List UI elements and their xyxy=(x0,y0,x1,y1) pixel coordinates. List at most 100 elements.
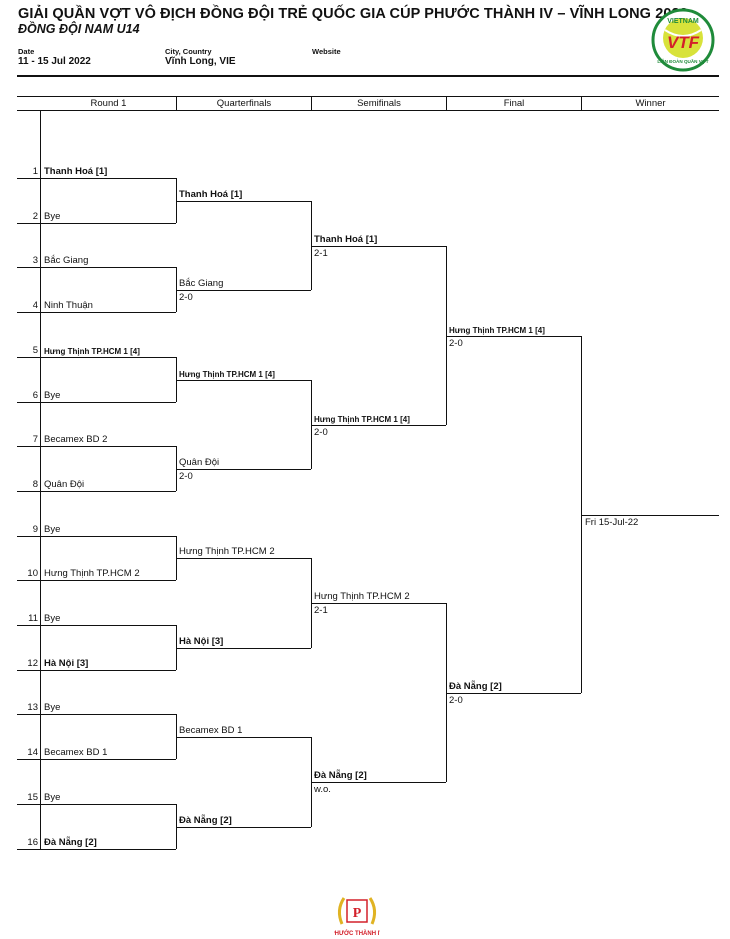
round1-seed: 9 xyxy=(32,524,38,535)
semifinals-entry: Hưng Thịnh TP.HCM 2 xyxy=(314,591,410,602)
round1-line xyxy=(17,849,176,850)
winner-line xyxy=(581,515,719,516)
quarterfinals-connector xyxy=(176,446,177,491)
round1-entry: Becamex BD 1 xyxy=(44,747,108,758)
quarterfinals-line xyxy=(176,201,311,202)
quarterfinals-entry: Thanh Hoá [1] xyxy=(179,189,243,200)
round1-entry: Becamex BD 2 xyxy=(44,434,108,445)
round1-seed: 13 xyxy=(27,702,38,713)
date-value: 11 - 15 Jul 2022 xyxy=(18,56,91,67)
quarterfinals-connector xyxy=(176,804,177,849)
round1-entry: Hà Nội [3] xyxy=(44,658,89,669)
round-header-semifinals: Semifinals xyxy=(311,97,446,110)
quarterfinals-line xyxy=(176,290,311,291)
date-label: Date xyxy=(18,47,35,56)
round1-line xyxy=(17,357,176,358)
round1-line xyxy=(17,536,176,537)
semifinals-line xyxy=(311,246,446,247)
round1-entry: Bye xyxy=(44,702,61,713)
quarterfinals-score: 2-0 xyxy=(179,471,193,482)
round1-line xyxy=(17,402,176,403)
round1-entry: Thanh Hoá [1] xyxy=(44,166,108,177)
round1-line xyxy=(17,312,176,313)
quarterfinals-line xyxy=(176,737,311,738)
round1-line xyxy=(17,267,176,268)
semifinals-score: 2-1 xyxy=(314,248,328,259)
round1-seed: 1 xyxy=(32,166,38,177)
final-entry: Đà Nẵng [2] xyxy=(449,681,502,692)
quarterfinals-entry: Becamex BD 1 xyxy=(179,725,243,736)
logo-ball-seam xyxy=(664,29,702,37)
round-header-winner: Winner xyxy=(581,97,719,110)
laurel-right xyxy=(368,897,377,925)
round1-line xyxy=(17,491,176,492)
round1-entry: Quân Đội xyxy=(44,479,85,490)
emblem-frame xyxy=(346,899,368,923)
quarterfinals-connector xyxy=(176,357,177,402)
round1-line xyxy=(17,178,176,179)
quarterfinals-entry: Hưng Thịnh TP.HCM 1 [4] xyxy=(179,370,275,379)
round1-line xyxy=(17,670,176,671)
round1-seed: 10 xyxy=(27,568,38,579)
quarterfinals-connector xyxy=(176,178,177,223)
semifinals-entry: Đà Nẵng [2] xyxy=(314,770,367,781)
round1-entry: Bye xyxy=(44,390,61,401)
round1-entry: Đà Nẵng [2] xyxy=(44,837,97,848)
round1-entry: Bắc Giang xyxy=(44,255,89,266)
round1-seed: 5 xyxy=(32,345,38,356)
round1-seed: 3 xyxy=(32,255,38,266)
quarterfinals-connector xyxy=(176,625,177,670)
round-headers-bottom-rule xyxy=(17,110,719,111)
round1-seed: 8 xyxy=(32,479,38,490)
semifinals-line xyxy=(311,782,446,783)
website-label: Website xyxy=(312,47,341,56)
final-entry: Hưng Thịnh TP.HCM 1 [4] xyxy=(449,326,545,335)
header-divider xyxy=(17,75,719,77)
round1-line xyxy=(17,446,176,447)
semifinals-connector xyxy=(311,380,312,469)
round1-entry: Bye xyxy=(44,211,61,222)
logo-text-main: VTF xyxy=(667,33,700,52)
semifinals-line xyxy=(311,603,446,604)
event-subtitle: ĐỒNG ĐỘI NAM U14 xyxy=(18,22,140,36)
semifinals-score: 2-1 xyxy=(314,605,328,616)
quarterfinals-line xyxy=(176,558,311,559)
round1-seed: 2 xyxy=(32,211,38,222)
phuoc-thanh-logo: P PHƯỚC THÀNH IV xyxy=(334,897,380,937)
quarterfinals-line xyxy=(176,648,311,649)
round1-seed: 11 xyxy=(28,613,38,624)
emblem-letter: P xyxy=(353,906,362,921)
final-line xyxy=(446,693,581,694)
round-header-quarterfinals: Quarterfinals xyxy=(176,97,311,110)
round1-entry: Bye xyxy=(44,792,61,803)
winner-connector xyxy=(581,336,582,693)
round1-seed: 16 xyxy=(27,837,38,848)
final-connector xyxy=(446,603,447,782)
round1-entry: Hưng Thịnh TP.HCM 1 [4] xyxy=(44,347,140,356)
quarterfinals-entry: Hà Nội [3] xyxy=(179,636,224,647)
quarterfinals-score: 2-0 xyxy=(179,292,193,303)
logo-text-bottom: LIÊN ĐOÀN QUẦN VỢT xyxy=(657,57,708,64)
final-connector xyxy=(446,246,447,425)
vtf-logo: VIETNAM VTF LIÊN ĐOÀN QUẦN VỢT xyxy=(651,8,715,72)
quarterfinals-entry: Quân Đội xyxy=(179,457,220,468)
semifinals-score: w.o. xyxy=(314,784,331,795)
round1-line xyxy=(17,580,176,581)
round1-seed: 4 xyxy=(32,300,38,311)
semifinals-entry: Thanh Hoá [1] xyxy=(314,234,378,245)
location-value: Vĩnh Long, VIE xyxy=(165,56,236,67)
semifinals-entry: Hưng Thịnh TP.HCM 1 [4] xyxy=(314,415,410,424)
quarterfinals-connector xyxy=(176,714,177,759)
round1-line xyxy=(17,714,176,715)
quarterfinals-entry: Hưng Thịnh TP.HCM 2 xyxy=(179,546,275,557)
draw-left-border xyxy=(40,110,41,850)
round-header-round-1: Round 1 xyxy=(90,98,127,109)
location-label: City, Country xyxy=(165,47,212,56)
quarterfinals-line xyxy=(176,827,311,828)
round1-seed: 14 xyxy=(27,747,38,758)
round1-seed: 6 xyxy=(32,390,38,401)
round-headers-top-rule xyxy=(17,96,719,97)
round1-seed: 15 xyxy=(27,792,38,803)
round1-entry: Bye xyxy=(44,613,61,624)
logo-caption: PHƯỚC THÀNH IV xyxy=(334,929,380,937)
